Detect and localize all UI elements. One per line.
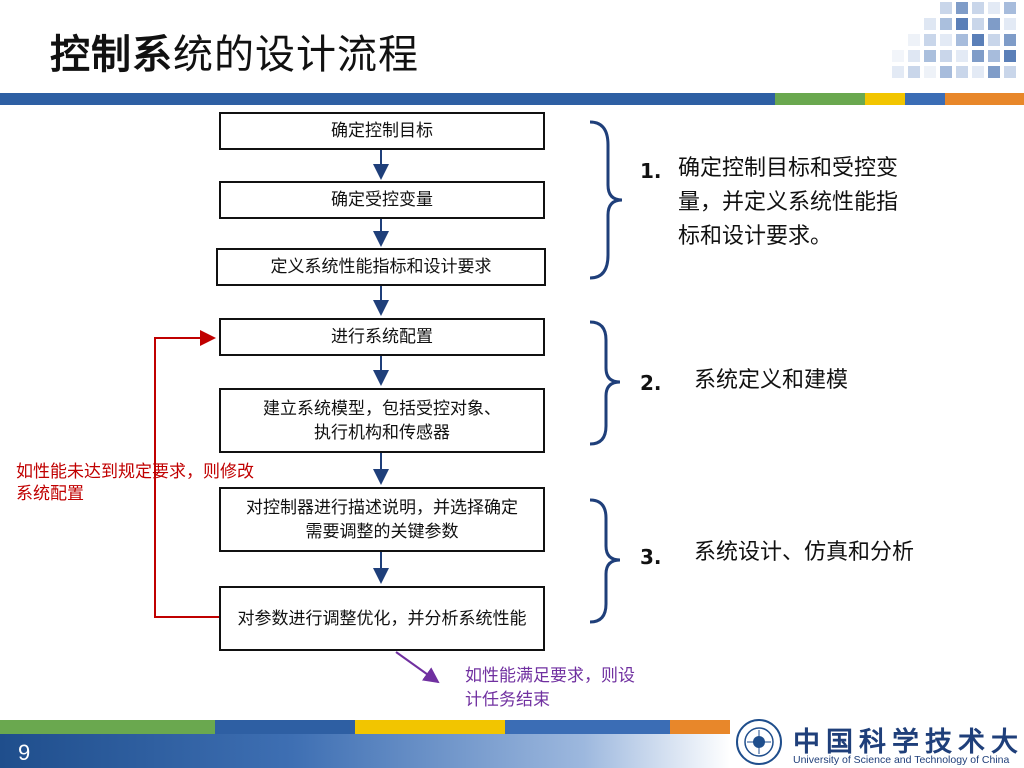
phase-2-text: 系统定义和建模 — [694, 368, 849, 393]
top-divider-green — [775, 93, 865, 105]
top-divider-yellow — [865, 93, 905, 105]
top-divider-blue — [0, 93, 775, 105]
phase-2-number: 2. — [640, 371, 662, 395]
flow-step-2: 确定受控变量 — [219, 181, 545, 219]
university-name-cn: 中国科学技术大学 — [793, 727, 1024, 758]
phase-3-text: 系统设计、仿真和分析 — [694, 540, 915, 565]
bottom-strip-green — [0, 720, 215, 734]
phase-1-text: 确定控制目标和受控变量，并定义系统性能指标和设计要求。 — [678, 156, 899, 249]
flow-step-6: 对控制器进行描述说明，并选择确定需要调整的关键参数 — [219, 487, 545, 552]
flow-step-7: 对参数进行调整优化，并分析系统性能 — [219, 586, 545, 651]
phase-1-number: 1. — [640, 159, 662, 183]
end-arrow — [395, 651, 440, 684]
title-rest-part: 统的设计流程 — [173, 32, 419, 78]
bottom-strip-yellow — [355, 720, 505, 734]
end-note: 如性能满足要求，则设计任务结束 — [465, 666, 635, 710]
title-bold-part: 控制系 — [50, 32, 173, 78]
brace-3 — [589, 498, 621, 624]
top-divider-blue2 — [905, 93, 945, 105]
page-number: 9 — [18, 740, 31, 765]
flow-step-4: 进行系统配置 — [219, 318, 545, 356]
feedback-note: 如性能未达到规定要求，则修改系统配置 — [16, 462, 254, 504]
bottom-strip-blue — [215, 720, 355, 734]
brace-1 — [589, 120, 623, 280]
brace-2 — [589, 320, 621, 446]
decorative-tiles-top — [890, 0, 1024, 90]
flow-step-5: 建立系统模型，包括受控对象、执行机构和传感器 — [219, 388, 545, 453]
top-divider-orange — [945, 93, 1024, 105]
university-name-en: University of Science and Technology of … — [793, 754, 1010, 766]
slide-title: 控制系统的设计流程 — [50, 22, 419, 80]
flow-step-3: 定义系统性能指标和设计要求 — [216, 248, 546, 286]
bottom-strip-orange — [670, 720, 730, 734]
flow-step-1: 确定控制目标 — [219, 112, 545, 150]
bottom-strip-blue2 — [505, 720, 670, 734]
phase-3-number: 3. — [640, 545, 662, 569]
feedback-loop-arrow — [154, 330, 219, 618]
university-seal-icon — [736, 719, 782, 765]
bottom-gradient-bar — [0, 734, 730, 768]
